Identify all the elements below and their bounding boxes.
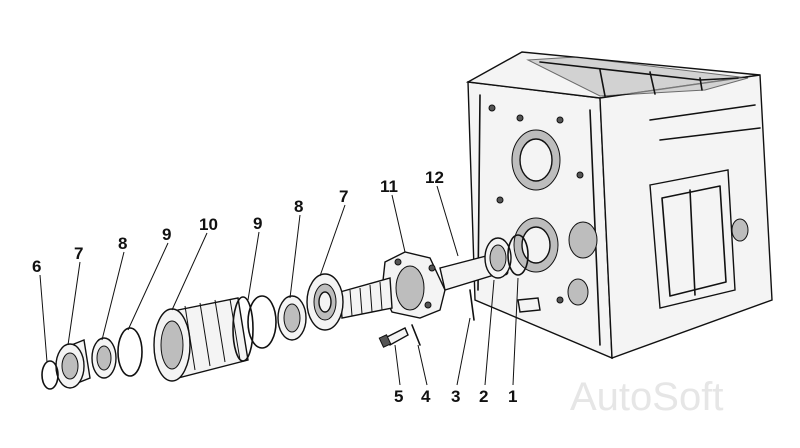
part-10-ring-gear bbox=[153, 296, 254, 382]
part-4-pin bbox=[411, 324, 421, 346]
part-3-shim bbox=[469, 289, 475, 321]
leader-lines bbox=[39, 185, 519, 386]
callout-3: 3 bbox=[451, 387, 460, 406]
callout-6: 6 bbox=[32, 257, 41, 276]
callout-12: 12 bbox=[425, 168, 444, 187]
part-9-circlip-right bbox=[247, 295, 277, 349]
watermark-text: AutoSoft bbox=[570, 375, 723, 419]
part-6-snap-ring bbox=[41, 360, 59, 390]
callout-7-left: 7 bbox=[74, 244, 83, 263]
callout-10: 10 bbox=[199, 215, 218, 234]
callout-9-left: 9 bbox=[162, 225, 171, 244]
callout-2: 2 bbox=[479, 387, 488, 406]
part-11-carrier-shaft bbox=[339, 251, 446, 319]
part-8-spacer-right bbox=[277, 295, 307, 341]
part-5-bolt bbox=[378, 327, 409, 348]
callout-9-right: 9 bbox=[253, 214, 262, 233]
part-8-spacer-left bbox=[91, 337, 117, 379]
callout-4: 4 bbox=[421, 387, 431, 406]
callout-8-left: 8 bbox=[118, 234, 127, 253]
gearbox-housing bbox=[465, 51, 773, 360]
callout-7-right: 7 bbox=[339, 187, 348, 206]
part-2-bearing bbox=[484, 237, 512, 279]
part-7-bearing-left bbox=[55, 339, 91, 389]
part-1-snap-ring bbox=[507, 234, 529, 276]
callout-1: 1 bbox=[508, 387, 517, 406]
part-7-bearing-right bbox=[306, 273, 344, 331]
callout-5: 5 bbox=[394, 387, 403, 406]
callout-11: 11 bbox=[380, 177, 398, 196]
part-9-circlip-left bbox=[117, 327, 143, 377]
callout-8-right: 8 bbox=[294, 197, 303, 216]
callout-labels: 6 7 8 9 10 9 8 7 11 12 5 4 3 2 1 bbox=[32, 168, 517, 406]
